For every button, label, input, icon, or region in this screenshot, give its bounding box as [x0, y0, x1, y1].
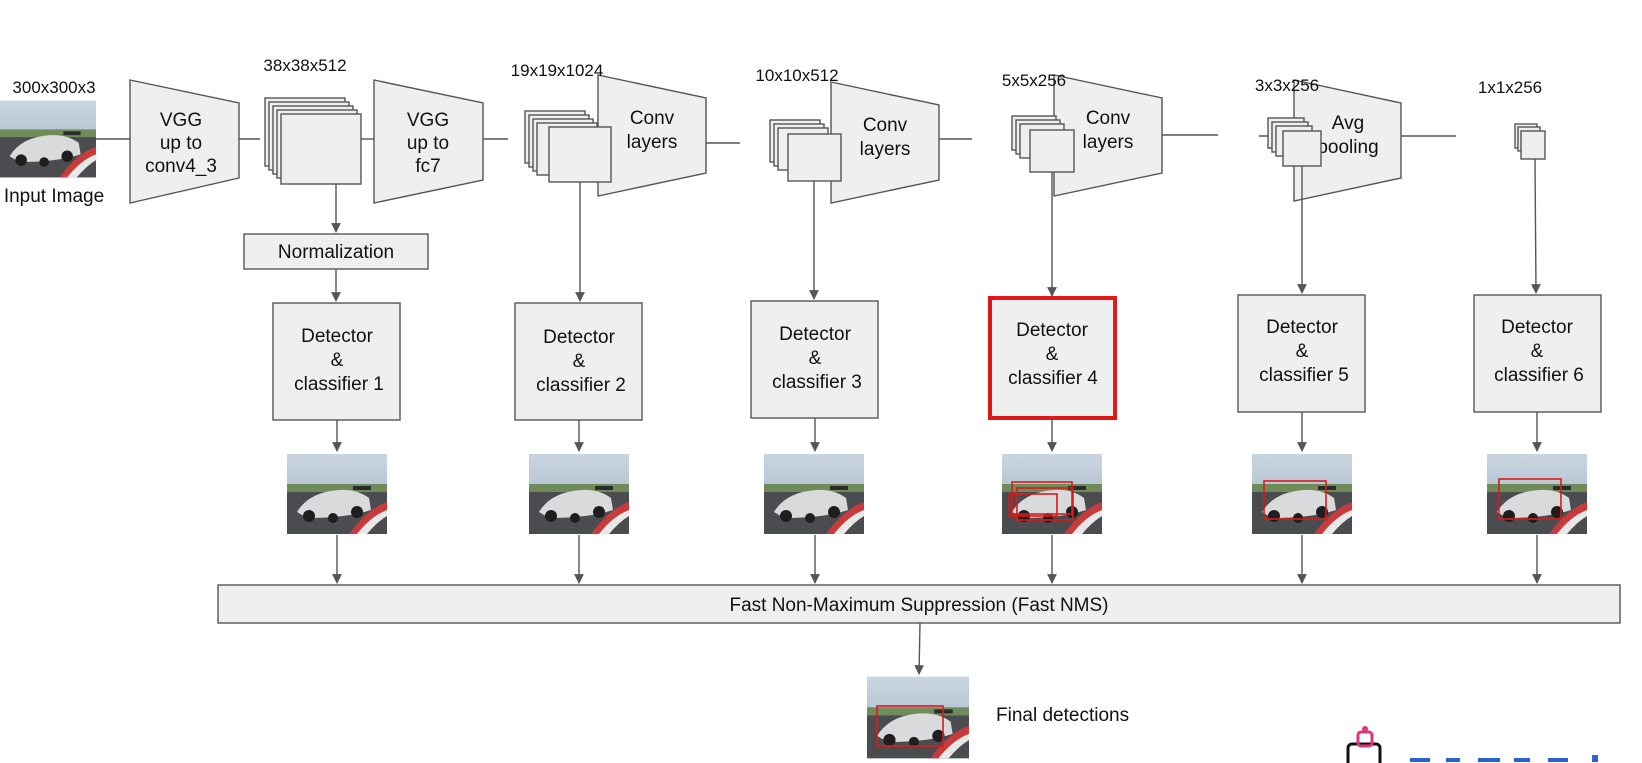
svg-text:Conv: Conv: [630, 108, 675, 129]
svg-text:5x5x256: 5x5x256: [1002, 71, 1066, 90]
svg-text:up to: up to: [407, 133, 449, 154]
svg-text:classifier 4: classifier 4: [1008, 368, 1098, 389]
detection-box: [876, 705, 944, 747]
svg-text:VGG: VGG: [407, 110, 449, 131]
svg-text:fc7: fc7: [415, 156, 440, 177]
svg-text:Conv: Conv: [1086, 108, 1131, 129]
svg-text:&: &: [1046, 344, 1059, 365]
svg-text:VGG: VGG: [160, 110, 202, 131]
svg-text:&: &: [331, 350, 344, 371]
input-image-group: 300x300x3 Input Image: [0, 78, 104, 207]
svg-text:Detector: Detector: [1016, 320, 1088, 341]
svg-text:&: &: [573, 351, 586, 372]
feature-map-19: 19x19x1024: [511, 61, 612, 183]
svg-text:Conv: Conv: [863, 115, 908, 136]
svg-text:conv4_3: conv4_3: [145, 156, 217, 177]
svg-text:Detector: Detector: [779, 324, 851, 345]
svg-text:up to: up to: [160, 133, 202, 154]
feature-map-3: 3x3x256: [1255, 76, 1322, 167]
svg-text:Avg: Avg: [1332, 113, 1364, 134]
result-image-3: [764, 454, 864, 534]
block-avg-pooling: Avg pooling: [1293, 79, 1402, 202]
final-detections: Final detections: [867, 622, 1129, 759]
feature-map-1: 1x1x256: [1478, 78, 1546, 160]
final-detections-label: Final detections: [996, 705, 1129, 726]
svg-text:layers: layers: [1083, 132, 1134, 153]
svg-text:classifier 5: classifier 5: [1259, 365, 1349, 386]
svg-text:Detector: Detector: [543, 327, 615, 348]
result-image-5: [1252, 454, 1352, 534]
feature-map-5: 5x5x256: [1002, 71, 1075, 173]
input-dim-label: 300x300x3: [12, 78, 95, 97]
svg-text:Normalization: Normalization: [278, 242, 394, 263]
detector-3: Detector & classifier 3: [750, 300, 879, 419]
svg-text:classifier 1: classifier 1: [294, 374, 384, 395]
feature-map-38: 38x38x512: [263, 56, 362, 185]
svg-text:layers: layers: [860, 139, 911, 160]
block-conv-3: Conv layers: [1053, 74, 1163, 197]
detection-box: [1498, 478, 1562, 520]
svg-text:19x19x1024: 19x19x1024: [511, 61, 604, 80]
block-conv-2: Conv layers: [830, 81, 940, 204]
detector-4-highlighted: Detector & classifier 4: [988, 296, 1117, 420]
svg-text:pooling: pooling: [1317, 137, 1378, 158]
svg-text:3x3x256: 3x3x256: [1255, 76, 1319, 95]
detector-1: Detector & classifier 1: [272, 302, 401, 421]
detection-box: [1008, 493, 1058, 517]
detector-2: Detector & classifier 2: [514, 302, 643, 421]
svg-text:Fast Non-Maximum Suppression (: Fast Non-Maximum Suppression (Fast NMS): [729, 595, 1108, 616]
detection-box: [1016, 487, 1074, 521]
svg-text:1x1x256: 1x1x256: [1478, 78, 1542, 97]
image-to-nms-arrows: [332, 535, 1542, 584]
detector-6: Detector & classifier 6: [1473, 294, 1602, 413]
svg-text:&: &: [1531, 341, 1544, 362]
svg-text:Detector: Detector: [301, 326, 373, 347]
svg-text:Detector: Detector: [1266, 317, 1338, 338]
detector-to-image-arrows: [332, 412, 1542, 452]
result-image-4: [1002, 454, 1102, 534]
feature-map-10: 10x10x512: [755, 66, 842, 182]
robot-logo-icon: [1346, 726, 1598, 763]
svg-text:&: &: [1296, 341, 1309, 362]
normalization-box: Normalization: [243, 184, 429, 302]
detector-5: Detector & classifier 5: [1237, 294, 1366, 413]
block-vgg-conv4: VGG up to conv4_3: [129, 79, 240, 204]
result-image-6: [1487, 454, 1587, 534]
input-image-label: Input Image: [4, 186, 104, 207]
result-image-1: [287, 454, 387, 534]
svg-text:&: &: [809, 348, 822, 369]
svg-text:layers: layers: [627, 132, 678, 153]
svg-text:38x38x512: 38x38x512: [263, 56, 346, 75]
block-conv-1: Conv layers: [597, 74, 707, 197]
svg-text:10x10x512: 10x10x512: [755, 66, 838, 85]
svg-text:classifier 6: classifier 6: [1494, 365, 1584, 386]
result-image-2: [529, 454, 629, 534]
svg-text:classifier 3: classifier 3: [772, 372, 862, 393]
detection-box: [1011, 481, 1073, 515]
nms-box: Fast Non-Maximum Suppression (Fast NMS): [217, 584, 1621, 624]
feature-to-detector-arrows: [575, 158, 1541, 302]
svg-text:Detector: Detector: [1501, 317, 1573, 338]
detection-box: [1263, 480, 1327, 520]
svg-text:classifier 2: classifier 2: [536, 375, 626, 396]
input-image: [0, 100, 96, 178]
block-vgg-fc7: VGG up to fc7: [373, 79, 484, 204]
